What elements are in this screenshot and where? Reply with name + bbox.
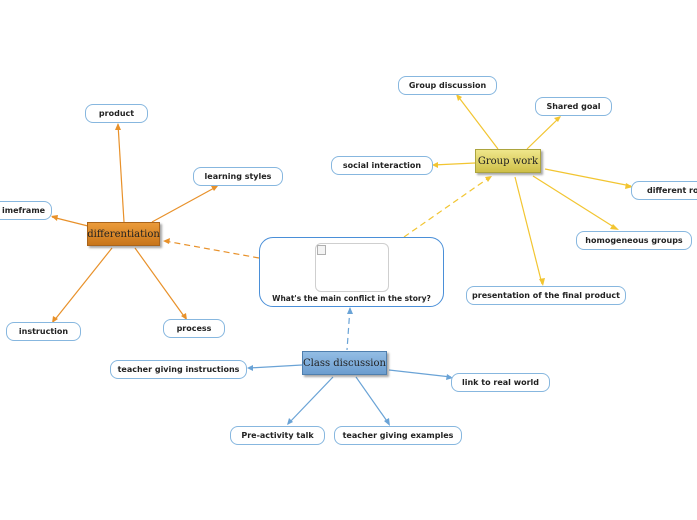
arrowhead [554, 116, 561, 122]
process-node-label: process [176, 324, 212, 333]
learning-styles-node-label: learning styles [204, 172, 272, 181]
central-topic-label: What's the main conflict in the story? [272, 294, 431, 303]
connector-groupwork-homogeneous-groups [532, 175, 618, 230]
connector-differentiation-process [134, 247, 187, 320]
central-topic[interactable]: What's the main conflict in the story? [259, 237, 444, 307]
broken-image-icon [315, 243, 389, 292]
connector-central-groupwork [403, 176, 491, 238]
differentiation-hub-label: differentiation [87, 228, 160, 240]
arrowhead [384, 418, 390, 426]
connector-groupwork-different-role [544, 168, 632, 187]
connector-classdiscussion-teacher-instructions [248, 364, 303, 369]
link-to-real-world-node-label: link to real world [462, 378, 539, 387]
arrowhead [456, 94, 462, 101]
homogeneous-groups-node-label: homogeneous groups [585, 236, 683, 245]
arrowhead [52, 316, 58, 323]
connector-differentiation-timeframe [51, 216, 89, 227]
connector-classdiscussion-examples [355, 376, 390, 425]
pre-activity-talk-node[interactable]: Pre-activity talk [230, 426, 325, 445]
social-interaction-node[interactable]: social interaction [331, 156, 433, 175]
arrowhead [181, 313, 187, 320]
connector-differentiation-learning-styles [151, 186, 217, 223]
group-work-hub-label: Group work [477, 155, 539, 167]
instruction-node-label: instruction [18, 327, 69, 336]
group-discussion-node-label: Group discussion [408, 81, 487, 90]
presentation-node[interactable]: presentation of the final product [466, 286, 626, 305]
link-to-real-world-node[interactable]: link to real world [451, 373, 550, 392]
group-discussion-node[interactable]: Group discussion [398, 76, 497, 95]
connector-differentiation-product [117, 123, 125, 223]
connector-groupwork-shared-goal [526, 116, 561, 150]
arrowhead [539, 278, 545, 286]
connector-differentiation-instruction [52, 247, 113, 323]
class-discussion-hub-label: Class discussion [303, 357, 386, 369]
pre-activity-talk-node-label: Pre-activity talk [241, 431, 314, 440]
different-role-node[interactable]: different role [631, 181, 697, 200]
instruction-node[interactable]: instruction [6, 322, 81, 341]
arrowhead [247, 365, 253, 371]
arrowhead [347, 307, 353, 314]
arrowhead [485, 176, 492, 182]
connector-central-differentiation [164, 240, 260, 259]
homogeneous-groups-node[interactable]: homogeneous groups [576, 231, 692, 250]
arrowhead [115, 123, 121, 130]
teacher-giving-examples-node[interactable]: teacher giving examples [334, 426, 462, 445]
connector-groupwork-group-discussion [456, 94, 499, 150]
learning-styles-node[interactable]: learning styles [193, 167, 283, 186]
connector-groupwork-social-interaction [432, 162, 476, 166]
teacher-giving-instructions-node-label: teacher giving instructions [117, 365, 240, 374]
differentiation-hub[interactable]: differentiation [87, 222, 160, 246]
teacher-giving-examples-node-label: teacher giving examples [342, 431, 454, 440]
shared-goal-node-label: Shared goal [546, 102, 601, 111]
class-discussion-hub[interactable]: Class discussion [302, 351, 387, 375]
timeframe-node[interactable]: imeframe [0, 201, 52, 220]
different-role-node-label: different role [647, 186, 697, 195]
arrowhead [211, 186, 218, 191]
process-node[interactable]: process [163, 319, 225, 338]
connector-groupwork-presentation [514, 176, 543, 285]
arrowhead [163, 238, 170, 244]
connector-central-classdiscussion [346, 307, 351, 351]
arrowhead [610, 224, 619, 230]
timeframe-node-label: imeframe [2, 206, 46, 215]
arrowhead [287, 418, 293, 425]
arrowhead [51, 215, 58, 221]
product-node[interactable]: product [85, 104, 148, 123]
product-node-label: product [98, 109, 135, 118]
group-work-hub[interactable]: Group work [475, 149, 541, 173]
teacher-giving-instructions-node[interactable]: teacher giving instructions [110, 360, 247, 379]
connector-classdiscussion-preactivity [287, 376, 334, 425]
connector-classdiscussion-real-world [388, 369, 452, 378]
presentation-node-label: presentation of the final product [472, 291, 620, 300]
social-interaction-node-label: social interaction [342, 161, 422, 170]
arrowhead [432, 162, 438, 168]
shared-goal-node[interactable]: Shared goal [535, 97, 612, 116]
